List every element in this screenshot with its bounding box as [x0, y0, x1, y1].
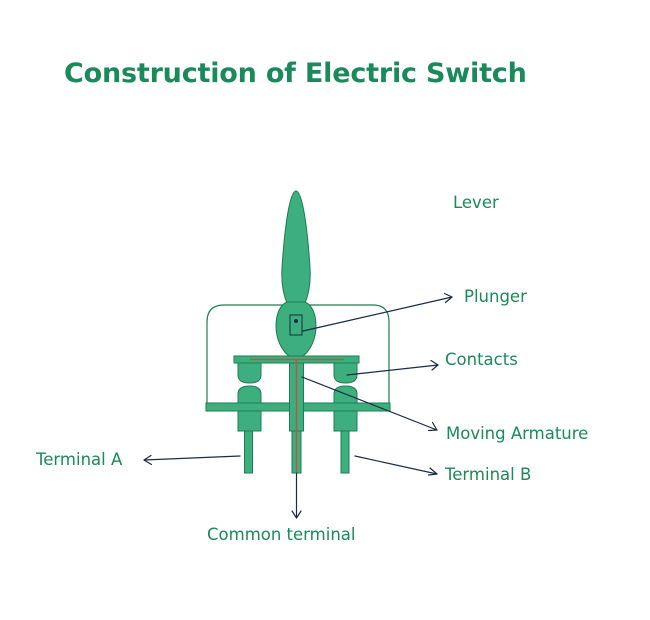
- lever: [281, 190, 311, 304]
- left-collar: [237, 410, 262, 432]
- terminal-a-arrow: [143, 454, 241, 466]
- right-contact: [333, 362, 358, 384]
- label-plunger: Plunger: [464, 287, 527, 306]
- label-moving-armature: Moving Armature: [446, 424, 589, 443]
- common-terminal-arrow: [291, 472, 302, 519]
- label-lever: Lever: [453, 193, 499, 212]
- left-contact: [237, 362, 262, 384]
- terminal-b-pin: [340, 430, 350, 474]
- label-terminal-b: Terminal B: [445, 465, 532, 484]
- plunger-slot: [289, 314, 303, 336]
- terminal-b-arrow: [354, 455, 438, 476]
- plunger-pivot: [294, 319, 298, 323]
- moving-armature-arrow: [301, 376, 438, 432]
- plunger-arrow: [302, 292, 453, 332]
- label-terminal-a: Terminal A: [36, 450, 123, 469]
- terminal-a-pin: [244, 430, 253, 474]
- label-common-terminal: Common terminal: [207, 525, 356, 544]
- right-collar: [333, 410, 358, 432]
- diagram-title: Construction of Electric Switch: [64, 58, 527, 89]
- label-contacts: Contacts: [445, 350, 518, 369]
- contacts-arrow: [346, 359, 439, 376]
- left-post: [237, 385, 262, 404]
